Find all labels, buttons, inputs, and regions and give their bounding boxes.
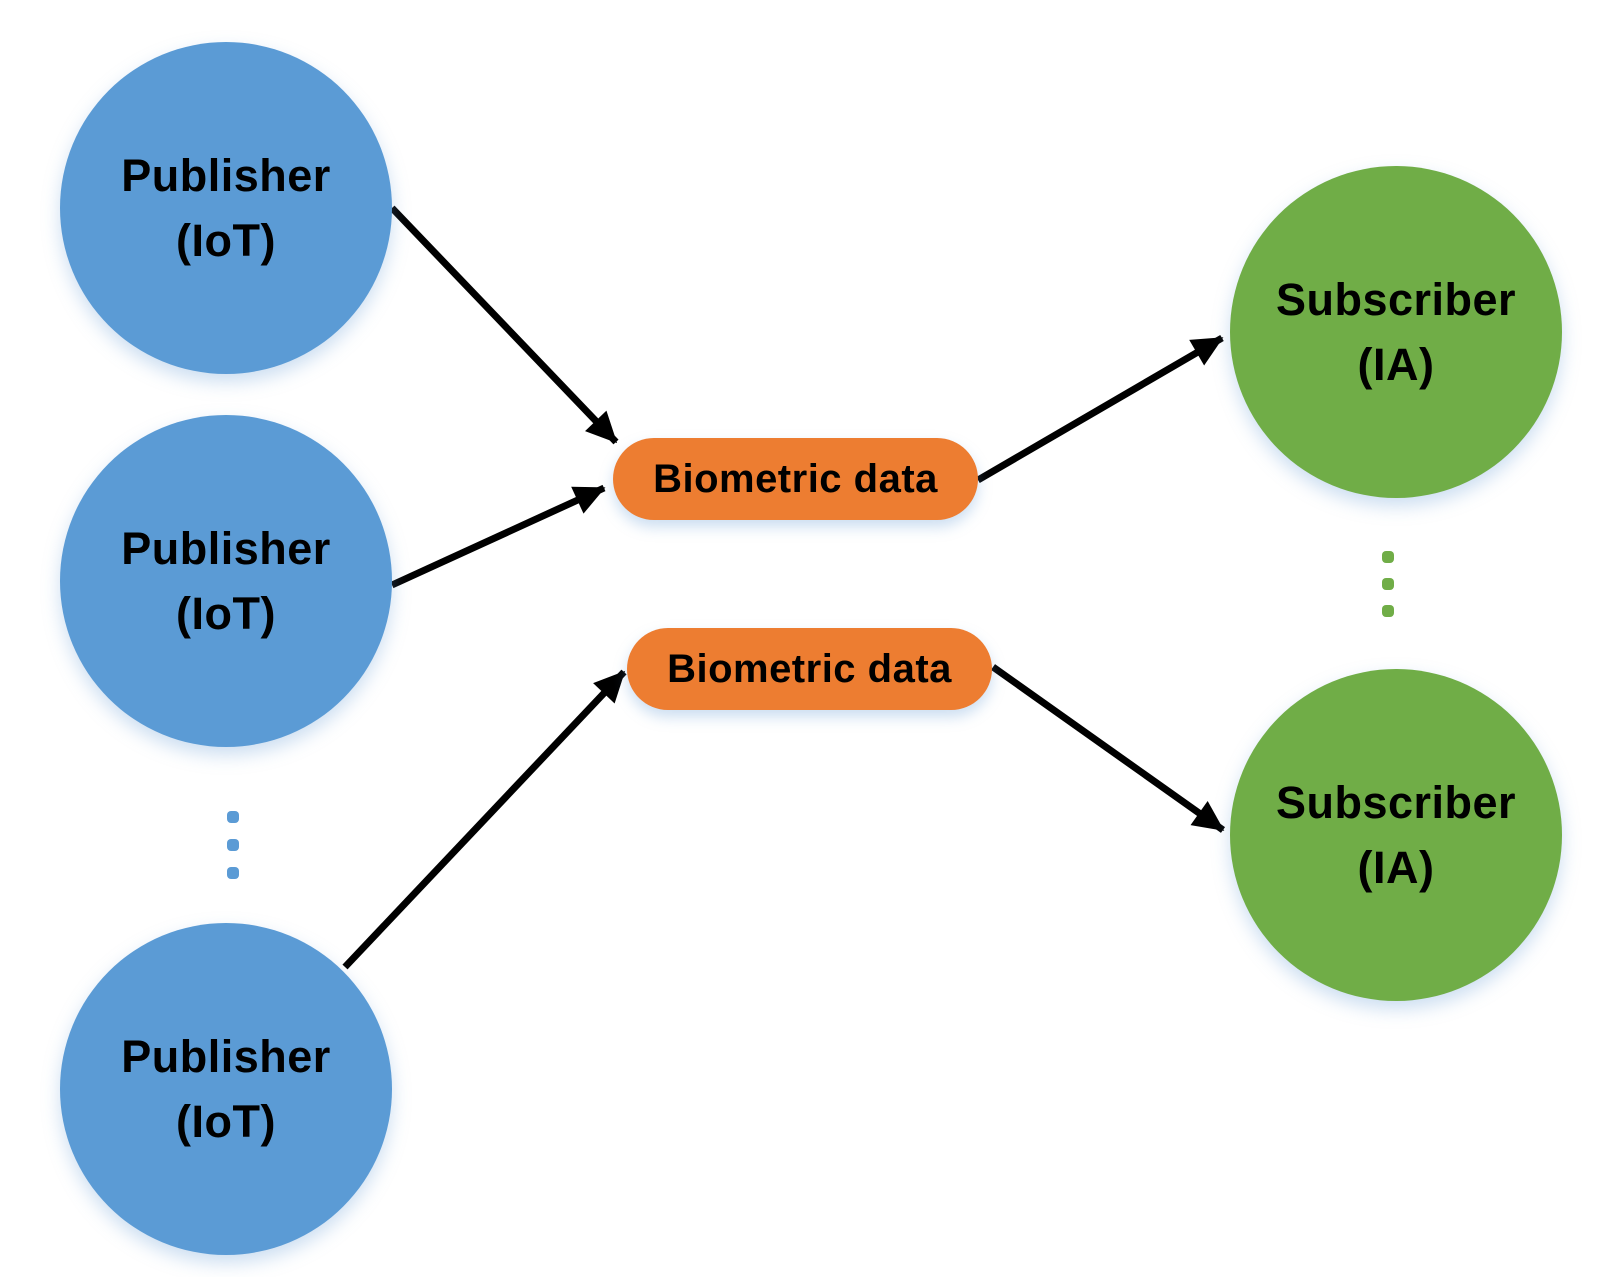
subscriber-1-label-line2: (IA) — [1357, 339, 1435, 390]
publisher-node-2: Publisher (IoT) — [60, 415, 392, 747]
subscriber-more-ellipsis-icon — [1382, 551, 1394, 617]
subscriber-node-1: Subscriber (IA) — [1230, 166, 1562, 498]
subscriber-2-label-line2: (IA) — [1357, 842, 1435, 893]
publisher-3-label-line1: Publisher — [121, 1031, 331, 1082]
publisher-node-3: Publisher (IoT) — [60, 923, 392, 1255]
biometric-data-1-label: Biometric data — [653, 456, 938, 501]
ellipsis-dot — [1382, 578, 1394, 590]
ellipsis-dot — [227, 867, 239, 879]
ellipsis-dot — [227, 839, 239, 851]
publisher-3-label-line2: (IoT) — [176, 1096, 276, 1147]
biometric-data-2-label: Biometric data — [667, 646, 952, 691]
publisher-1-label-line2: (IoT) — [176, 215, 276, 266]
arrow-data1-to-subscriber1 — [976, 334, 1224, 484]
publisher-more-ellipsis-icon — [227, 811, 239, 879]
publisher-node-1: Publisher (IoT) — [60, 42, 392, 374]
ellipsis-dot — [1382, 605, 1394, 617]
subscriber-node-2: Subscriber (IA) — [1230, 669, 1562, 1001]
subscriber-2-label-line1: Subscriber — [1275, 777, 1517, 828]
arrow-data2-to-subscriber2 — [990, 664, 1226, 833]
ellipsis-dot — [1382, 551, 1394, 563]
arrow-publisher3-to-data2 — [342, 669, 627, 970]
subscriber-1-label-line1: Subscriber — [1275, 274, 1517, 325]
publisher-1-label-line1: Publisher — [121, 150, 331, 201]
ellipsis-dot — [227, 811, 239, 823]
arrow-publisher1-to-data1 — [389, 205, 619, 445]
publisher-2-label-line1: Publisher — [121, 523, 331, 574]
arrow-publisher2-to-data1 — [390, 484, 606, 589]
biometric-data-box-1: Biometric data — [613, 438, 978, 520]
biometric-data-box-2: Biometric data — [627, 628, 992, 710]
publisher-2-label-line2: (IoT) — [176, 588, 276, 639]
